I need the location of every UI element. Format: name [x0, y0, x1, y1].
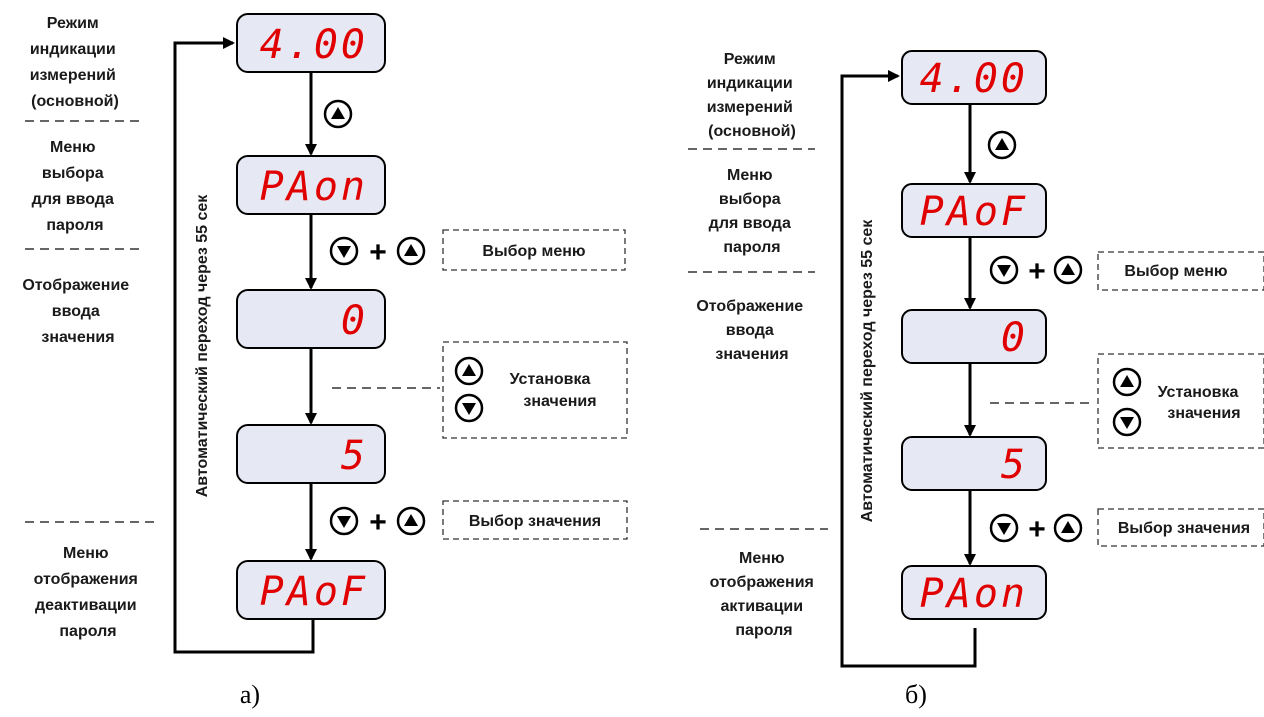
- action-set-value-1: Установка: [1158, 384, 1239, 401]
- plus-icon: +: [369, 236, 387, 269]
- display-value: 0: [1001, 315, 1028, 361]
- up-arrow-button-icon: [396, 506, 426, 536]
- side-label: Автоматический переход через 55 сек: [859, 219, 876, 523]
- diagram-a: Режим индикации измерений (основной) Мен…: [22, 13, 628, 709]
- display-value: PAoF: [260, 569, 368, 615]
- display-value: 5: [1001, 442, 1028, 488]
- display-final: PAoF: [236, 560, 386, 620]
- label-mode: Режим индикации измерений (основной): [707, 51, 798, 140]
- display-value: PAon: [920, 571, 1028, 617]
- auto-return-line: [173, 37, 315, 654]
- display-measure: 4.00: [901, 50, 1047, 105]
- down-arrow-button-icon: [454, 393, 484, 423]
- action-set-value-1: Установка: [510, 371, 591, 388]
- down-arrow-button-icon: [989, 513, 1019, 543]
- display-input-5: 5: [901, 436, 1047, 491]
- label-final: Меню отображения деактивации пароля: [34, 545, 143, 640]
- side-label: Автоматический переход через 55 сек: [194, 194, 211, 498]
- label-menu: Меню выбора для ввода пароля: [32, 139, 119, 234]
- display-final: PAon: [901, 565, 1047, 620]
- display-value: PAon: [260, 164, 368, 210]
- down-arrow-button-icon: [1112, 407, 1142, 437]
- action-box: [442, 341, 628, 439]
- label-input: Отображение ввода значения: [696, 298, 807, 363]
- display-input-5: 5: [236, 424, 386, 484]
- plus-icon: +: [1028, 255, 1046, 288]
- display-value: 4.00: [920, 56, 1028, 102]
- display-value: 5: [341, 433, 368, 479]
- display-input-0: 0: [236, 289, 386, 349]
- action-box: [1097, 508, 1264, 547]
- action-box: [1097, 251, 1264, 291]
- up-arrow-button-icon: [396, 236, 426, 266]
- action-value-select: Выбор значения: [1118, 520, 1250, 537]
- display-menu: PAoF: [901, 183, 1047, 238]
- down-arrow-button-icon: [329, 236, 359, 266]
- up-arrow-button-icon: [454, 356, 484, 386]
- action-menu-select: Выбор меню: [1124, 263, 1227, 280]
- label-mode: Режим индикации измерений (основной): [30, 15, 121, 110]
- action-box: [442, 500, 628, 540]
- up-arrow-button-icon: [1112, 367, 1142, 397]
- auto-return-line: [840, 70, 977, 668]
- caption: а): [240, 680, 260, 709]
- up-arrow-button-icon: [1053, 255, 1083, 285]
- action-set-value-2: значения: [1167, 405, 1240, 422]
- label-menu: Меню выбора для ввода пароля: [709, 167, 796, 256]
- up-arrow-button-icon: [987, 130, 1017, 160]
- action-menu-select: Выбор меню: [482, 243, 585, 260]
- diagram-b: Режим индикации измерений (основной) Мен…: [688, 50, 1264, 709]
- action-box: [1097, 353, 1264, 449]
- plus-icon: +: [369, 506, 387, 539]
- up-arrow-button-icon: [1053, 513, 1083, 543]
- down-arrow-button-icon: [329, 506, 359, 536]
- display-value: 4.00: [260, 22, 368, 68]
- display-menu: PAon: [236, 155, 386, 215]
- display-input-0: 0: [901, 309, 1047, 364]
- label-final: Меню отображения активации пароля: [710, 550, 819, 639]
- display-value: 0: [341, 298, 368, 344]
- action-set-value-2: значения: [523, 393, 596, 410]
- caption: б): [905, 680, 927, 709]
- action-value-select: Выбор значения: [469, 513, 601, 530]
- action-box: [442, 229, 626, 271]
- display-measure: 4.00: [236, 13, 386, 73]
- down-arrow-button-icon: [989, 255, 1019, 285]
- label-input: Отображение ввода значения: [22, 277, 133, 346]
- display-value: PAoF: [920, 189, 1028, 235]
- plus-icon: +: [1028, 513, 1046, 546]
- up-arrow-button-icon: [323, 99, 353, 129]
